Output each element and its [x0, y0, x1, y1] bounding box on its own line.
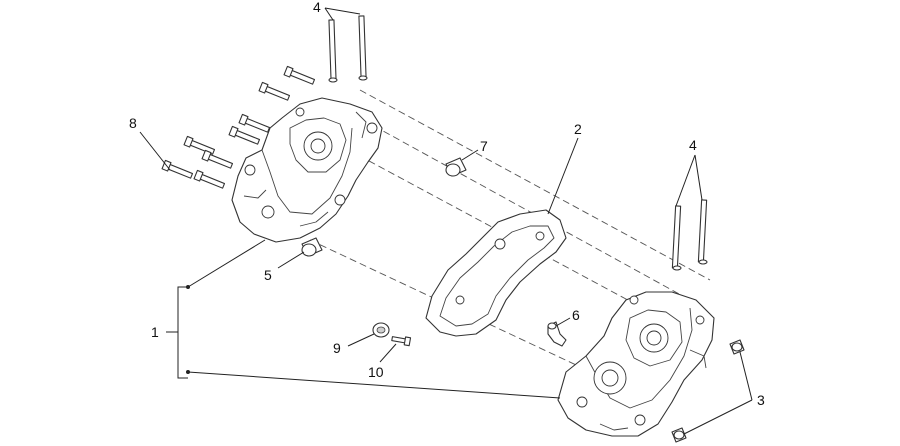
callout-6: 6: [572, 307, 580, 323]
long-studs-right: [671, 199, 708, 271]
left-crankcase-half: [231, 97, 383, 243]
right-crankcase-half: [557, 291, 715, 437]
callout-8: 8: [129, 115, 137, 131]
callout-3: 3: [757, 392, 765, 408]
callout-10: 10: [368, 364, 384, 380]
callout-4-right: 4: [689, 137, 697, 153]
bolts-left: [161, 65, 316, 189]
callout-9: 9: [333, 340, 341, 356]
callout-7: 7: [480, 138, 488, 154]
callout-2: 2: [574, 121, 582, 137]
callout-labels: 4 8 7 2 4 5 1 6 9 10 3: [129, 0, 765, 408]
callout-4-top: 4: [313, 0, 321, 15]
leader-lines: [139, 7, 753, 435]
washer: [372, 322, 390, 338]
callout-5: 5: [264, 267, 272, 283]
callout-1: 1: [151, 324, 159, 340]
gasket: [425, 209, 567, 337]
small-screw: [391, 336, 412, 347]
elbow-fitting: [547, 321, 567, 347]
bushing-7: [445, 157, 467, 177]
dowel-pins: [671, 339, 745, 443]
long-studs-top: [328, 15, 368, 83]
bushing-5: [301, 237, 323, 257]
